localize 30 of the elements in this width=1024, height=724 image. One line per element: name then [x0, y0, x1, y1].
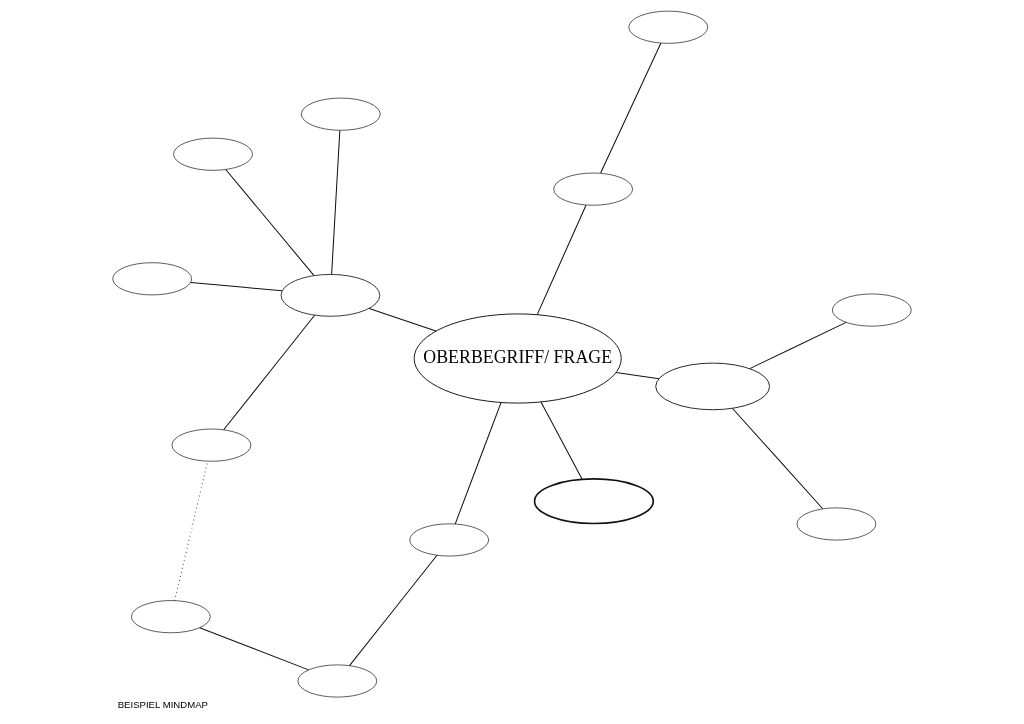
connector: [225, 169, 315, 276]
connector: [732, 408, 824, 510]
connector: [199, 627, 310, 671]
node-ellipse: [131, 600, 211, 634]
node-ellipse: [655, 362, 771, 411]
caption: BEISPIEL MINDMAP: [117, 698, 208, 710]
node-ellipse: [112, 262, 192, 296]
connector: [536, 204, 587, 316]
node-ellipse: [173, 137, 253, 171]
node-ellipse: [301, 97, 381, 131]
connector: [368, 307, 437, 332]
node-ellipse: [628, 10, 709, 44]
connector: [331, 129, 341, 275]
node-ellipse: [533, 478, 655, 525]
connector: [349, 554, 438, 667]
node-ellipse: [832, 293, 912, 327]
connector: [615, 372, 660, 380]
connector: [749, 321, 847, 370]
node-ellipse: [796, 507, 877, 541]
node-ellipse: [553, 172, 633, 206]
node-ellipse: [280, 274, 381, 317]
node-ellipse: [297, 664, 378, 698]
connector: [190, 281, 283, 292]
node-ellipse: [171, 428, 252, 462]
connector: [454, 402, 502, 525]
connector: [600, 42, 662, 174]
connector: [223, 314, 316, 431]
node-ellipse: OBERBEGRIFF/ FRAGE: [413, 313, 622, 404]
connector: [540, 401, 583, 480]
node-ellipse: [409, 523, 489, 557]
